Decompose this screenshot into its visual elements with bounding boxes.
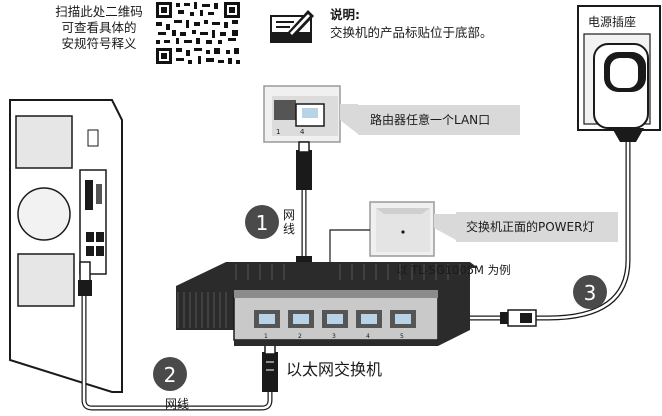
switch-port-number-3: 3 bbox=[332, 333, 336, 340]
power-adapter bbox=[593, 43, 649, 142]
step-3-number: 3 bbox=[584, 281, 597, 305]
dc-plug bbox=[500, 309, 537, 327]
qr-caption: 扫描此处二维码 可查看具体的 安规符号释义 bbox=[36, 4, 162, 52]
qr-caption-line-1: 扫描此处二维码 bbox=[55, 4, 143, 19]
computer-tower bbox=[9, 99, 123, 393]
computer-cable-plug bbox=[78, 261, 92, 296]
power-led-callout: 交换机正面的POWER灯 bbox=[456, 212, 618, 242]
switch-caption: 以太网交换机 bbox=[286, 360, 383, 379]
switch-port-number-2: 2 bbox=[298, 333, 302, 340]
qr-caption-line-3: 安规符号释义 bbox=[61, 36, 137, 51]
power-led-dot bbox=[401, 230, 405, 234]
switch-bottom-cable-plug bbox=[262, 341, 278, 392]
step-3-badge: 3 bbox=[573, 275, 607, 309]
step-1-number: 1 bbox=[256, 211, 269, 235]
switch-port-number-1: 1 bbox=[264, 333, 268, 340]
step-2-badge: 2 bbox=[153, 357, 187, 391]
ethernet-switch: 1 2 3 4 5 bbox=[176, 262, 478, 346]
router-port-number-1: 1 bbox=[276, 128, 280, 136]
qr-caption-line-2: 可查看具体的 bbox=[61, 20, 137, 35]
power-led-inset bbox=[369, 201, 435, 257]
qr-code[interactable] bbox=[154, 0, 242, 66]
switch-port-number-4: 4 bbox=[366, 333, 370, 340]
router-cable-plug bbox=[296, 141, 312, 190]
power-outlet-label: 电源插座 bbox=[588, 15, 637, 29]
note-body: 交换机的产品标贴位于底部。 bbox=[330, 25, 493, 40]
lan-port-callout: 路由器任意一个LAN口 bbox=[358, 105, 520, 135]
switch-port-number-5: 5 bbox=[400, 333, 404, 340]
switch-ports: 1 2 3 4 5 bbox=[254, 310, 416, 340]
step-2-number: 2 bbox=[164, 363, 177, 387]
cable-label-bottom: 网线 bbox=[165, 397, 190, 411]
note-title: 说明: bbox=[330, 7, 360, 22]
router-port-number-4: 4 bbox=[300, 128, 305, 136]
router-lan-port: 1 4 bbox=[263, 85, 341, 143]
cable-label-top: 网线 bbox=[283, 208, 296, 236]
step-1-badge: 1 bbox=[245, 205, 279, 239]
note-pencil-icon bbox=[270, 10, 314, 43]
model-caption: 以 TL-SG1005M 为例 bbox=[396, 263, 511, 277]
